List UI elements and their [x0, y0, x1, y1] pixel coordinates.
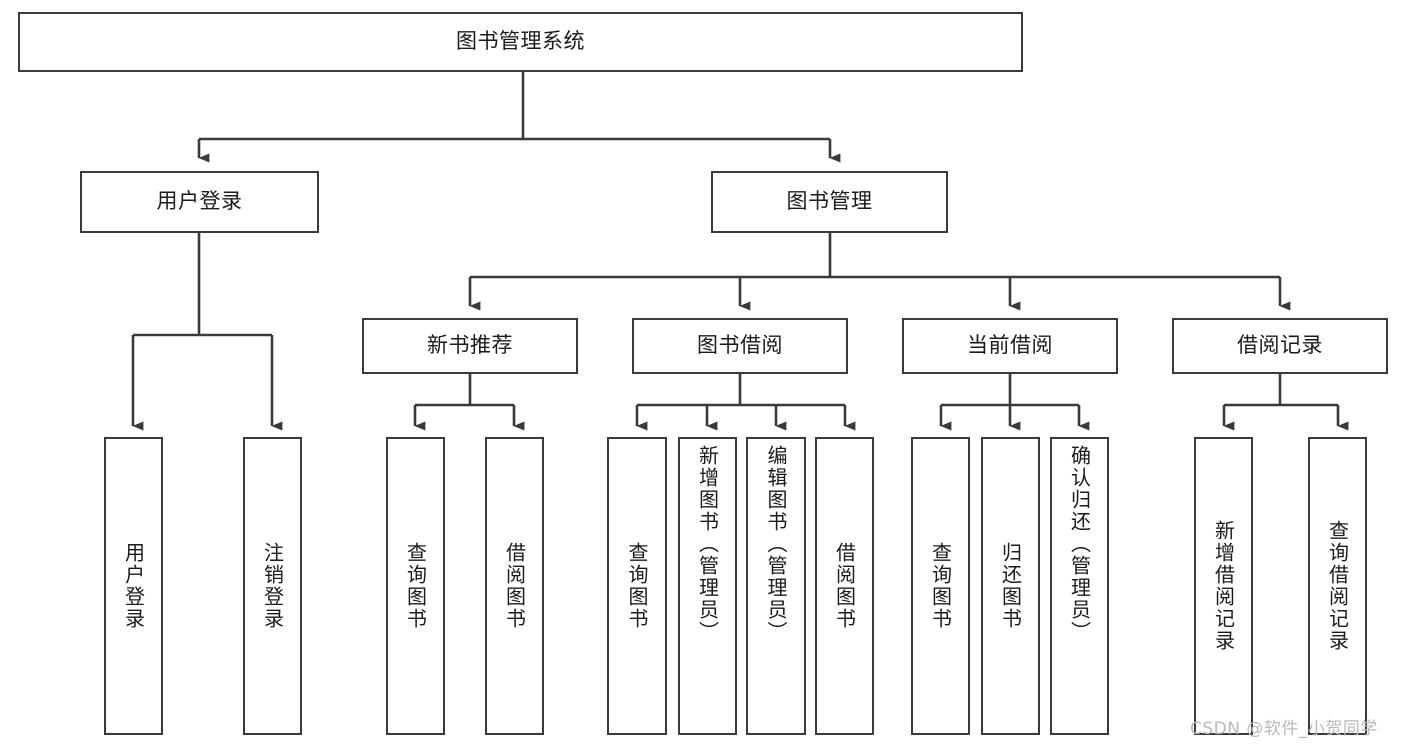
node-label: 图书管理	[786, 189, 873, 214]
leaf-borrow-borrow-book[interactable]: 借阅图书	[815, 437, 874, 735]
node-label: 查询借阅记录	[1325, 520, 1350, 652]
leaf-user-login-logout[interactable]: 注销登录	[243, 437, 302, 735]
leaf-borrow-edit-book[interactable]: 编辑图书（管理员）	[746, 437, 806, 735]
node-label: 借阅图书	[832, 542, 857, 630]
leaf-record-add-record[interactable]: 新增借阅记录	[1194, 437, 1253, 735]
node-label: 图书借阅	[697, 333, 783, 358]
leaf-borrow-query-book[interactable]: 查询图书	[607, 437, 667, 735]
leaf-current-confirm-return[interactable]: 确认归还（管理员）	[1050, 437, 1109, 735]
leaf-recommend-borrow-book[interactable]: 借阅图书	[485, 437, 544, 735]
leaf-recommend-query-book[interactable]: 查询图书	[386, 437, 445, 735]
node-label: 确认归还（管理员）	[1067, 445, 1092, 643]
node-current-borrow[interactable]: 当前借阅	[902, 318, 1118, 374]
leaf-current-query-book[interactable]: 查询图书	[911, 437, 970, 735]
node-label: 归还图书	[998, 542, 1023, 630]
node-user-login[interactable]: 用户登录	[80, 171, 319, 233]
node-label: 用户登录	[156, 189, 243, 214]
node-label: 新书推荐	[427, 333, 513, 358]
node-label: 查询图书	[928, 542, 953, 630]
node-book-management[interactable]: 图书管理	[711, 171, 948, 233]
node-label: 当前借阅	[967, 333, 1053, 358]
leaf-borrow-add-book[interactable]: 新增图书（管理员）	[678, 437, 737, 735]
node-label: 查询图书	[403, 542, 428, 630]
node-label: 图书管理系统	[456, 29, 585, 54]
node-label: 查询图书	[625, 542, 649, 630]
node-label: 借阅记录	[1237, 333, 1323, 358]
node-root-system[interactable]: 图书管理系统	[18, 12, 1023, 72]
leaf-record-query-record[interactable]: 查询借阅记录	[1308, 437, 1367, 735]
node-new-book-recommend[interactable]: 新书推荐	[362, 318, 578, 374]
node-borrow-record[interactable]: 借阅记录	[1172, 318, 1388, 374]
leaf-user-login-login[interactable]: 用户登录	[104, 437, 163, 735]
node-label: 借阅图书	[502, 542, 527, 630]
node-label: 注销登录	[260, 542, 285, 630]
node-book-borrow[interactable]: 图书借阅	[632, 318, 848, 374]
node-label: 新增图书（管理员）	[695, 445, 720, 643]
node-label: 编辑图书（管理员）	[764, 445, 788, 643]
leaf-current-return-book[interactable]: 归还图书	[981, 437, 1040, 735]
node-label: 新增借阅记录	[1211, 520, 1236, 652]
node-label: 用户登录	[121, 542, 146, 630]
